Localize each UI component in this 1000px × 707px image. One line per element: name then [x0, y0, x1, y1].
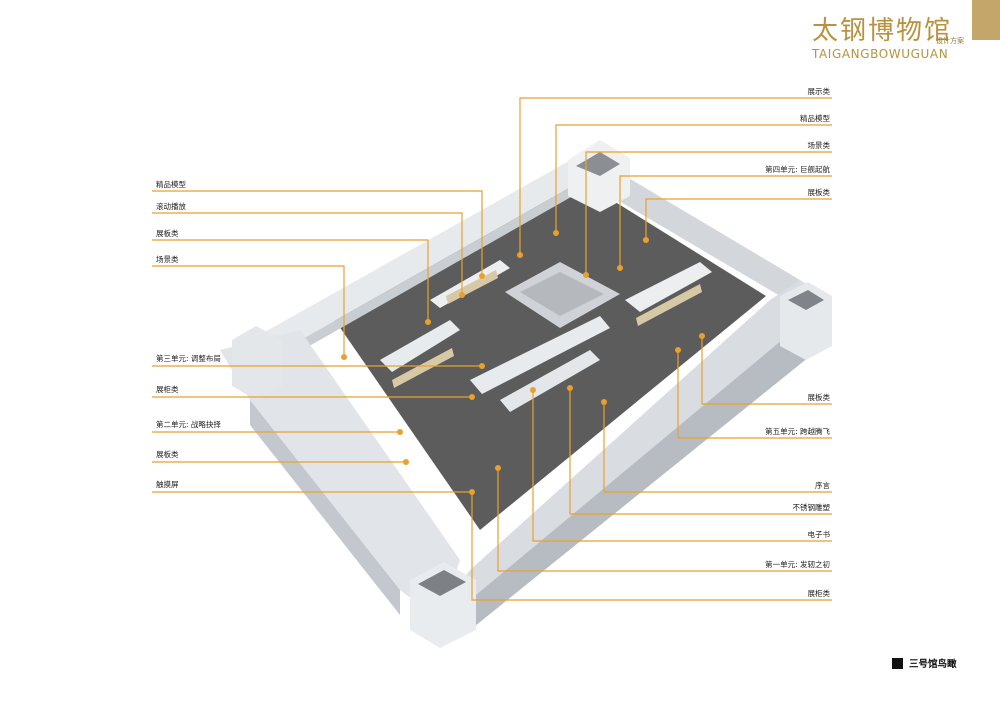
label-right-8: 序言 [815, 481, 830, 490]
label-left-3: 展板类 [156, 229, 179, 238]
label-right-11: 第一单元: 发轫之初 [765, 560, 830, 569]
partition-wall-e [500, 350, 600, 412]
label-left-8: 展板类 [156, 450, 179, 459]
label-left-6: 展柜类 [156, 385, 179, 394]
outer-wall-northwest [238, 152, 608, 362]
partition-wall-c [380, 320, 460, 372]
caption-text: 三号馆鸟瞰 [909, 659, 957, 670]
label-right-10: 电子书 [807, 530, 831, 539]
label-right-9: 不锈钢雕塑 [792, 503, 831, 512]
brand-title: 太钢博物馆 [812, 16, 953, 46]
corner-gold-tab [972, 0, 1000, 40]
tower-north [568, 140, 630, 212]
outer-wall-southwest [220, 330, 460, 620]
label-left-1: 精品模型 [156, 180, 186, 189]
label-right-7: 第五单元: 跨越腾飞 [765, 427, 830, 436]
figure-caption: 三号馆鸟瞰 [892, 656, 957, 670]
label-right-6: 展板类 [807, 393, 831, 402]
label-left-9: 触摸屏 [156, 480, 179, 489]
outer-wall-southeast [440, 280, 830, 630]
caption-square-icon [892, 657, 903, 669]
brand-pinyin: TAIGANGBOWUGUAN [812, 47, 949, 61]
label-right-1: 展示类 [807, 87, 831, 96]
brand-subtitle: 设计方案 [936, 37, 964, 45]
label-left-2: 滚动播放 [156, 202, 186, 211]
label-right-5: 展板类 [807, 188, 831, 197]
label-left-4: 场景类 [156, 255, 179, 264]
partition-wall-b [625, 262, 712, 312]
label-right-12: 展柜类 [807, 589, 831, 598]
partition-wall-d [470, 316, 610, 394]
label-left-5: 第三单元: 调整布局 [156, 354, 221, 363]
label-right-3: 场景类 [807, 141, 831, 150]
tower-west [232, 326, 282, 400]
label-right-4: 第四单元: 巨舰起航 [765, 165, 830, 174]
label-left-7: 第二单元: 战略抉择 [156, 420, 221, 429]
label-right-2: 精品模型 [800, 114, 830, 123]
